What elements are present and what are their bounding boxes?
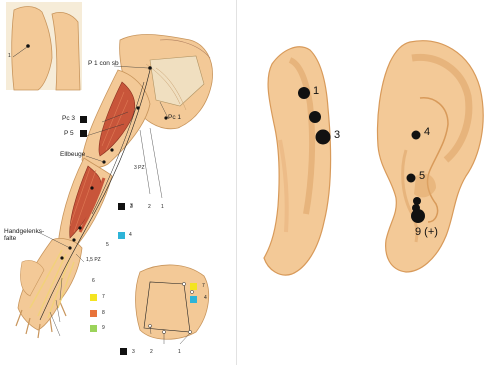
arm-anatomy-illustration bbox=[0, 0, 240, 365]
label-line-5: 5 bbox=[106, 243, 109, 248]
ear-point-9-c bbox=[411, 209, 425, 223]
ear-illustration bbox=[240, 0, 501, 365]
green-square-9 bbox=[90, 325, 97, 332]
yellow-square-elbow-7 bbox=[190, 283, 197, 290]
elbow-inset-label-7: 7 bbox=[202, 284, 205, 289]
ear-point-9-a bbox=[413, 197, 421, 205]
elbow-inset-label-2: 2 bbox=[150, 350, 153, 355]
panel-divider bbox=[236, 0, 237, 365]
label-p5: P 5 bbox=[64, 131, 74, 138]
left-ear-outline bbox=[264, 47, 331, 275]
ear-point-4 bbox=[412, 131, 421, 140]
label-p1-con-sb: P 1 con sb bbox=[88, 61, 119, 68]
ear-panel: 1 3 4 5 9 (+) bbox=[240, 0, 501, 365]
yellow-square-7 bbox=[90, 294, 97, 301]
label-sq4: 4 bbox=[129, 233, 132, 238]
label-sq3: 3 bbox=[130, 205, 133, 210]
label-ellbeuge: Ellbeuge bbox=[60, 152, 85, 159]
cyan-square-elbow-4 bbox=[190, 296, 197, 303]
label-line-8: 8 bbox=[102, 311, 105, 316]
ear-label-5: 5 bbox=[419, 171, 425, 182]
label-line-1: 1 bbox=[161, 205, 164, 210]
label-line-7: 7 bbox=[102, 295, 105, 300]
elbow-inset-label-4: 4 bbox=[204, 296, 207, 301]
ear-point-5 bbox=[407, 174, 416, 183]
cyan-square-4 bbox=[118, 232, 125, 239]
label-pc3: Pc 3 bbox=[62, 116, 75, 123]
ear-label-1: 1 bbox=[313, 86, 319, 97]
label-line-6: 6 bbox=[92, 279, 95, 284]
arm-anatomy-panel: 1 P 1 con sb Pc 3 P 5 Ellbeuge Pc 1 3 PZ… bbox=[0, 0, 240, 365]
ear-point-3 bbox=[316, 130, 331, 145]
label-3pz: 3 PZ bbox=[134, 166, 145, 171]
black-square-pc3 bbox=[80, 116, 87, 123]
label-1-5-pz: 1,5 PZ bbox=[86, 258, 101, 263]
orange-square-8 bbox=[90, 310, 97, 317]
label-pc1: Pc 1 bbox=[168, 115, 181, 122]
black-square-p5 bbox=[80, 130, 87, 137]
ear-point-1-b bbox=[309, 111, 321, 123]
ear-label-4: 4 bbox=[424, 127, 430, 138]
label-line-2: 2 bbox=[148, 205, 151, 210]
elbow-inset-label-1: 1 bbox=[178, 350, 181, 355]
ear-point-1-a bbox=[298, 87, 310, 99]
elbow-inset-label-3: 3 bbox=[132, 350, 135, 355]
ear-label-3: 3 bbox=[334, 130, 340, 141]
black-square-3 bbox=[118, 203, 125, 210]
label-line-9: 9 bbox=[102, 326, 105, 331]
black-square-elbow-3 bbox=[120, 348, 127, 355]
label-handgelenksfalte: Handgelenks- falte bbox=[4, 228, 44, 242]
inset-label: 1 bbox=[8, 54, 11, 59]
ear-label-9: 9 (+) bbox=[415, 227, 438, 238]
